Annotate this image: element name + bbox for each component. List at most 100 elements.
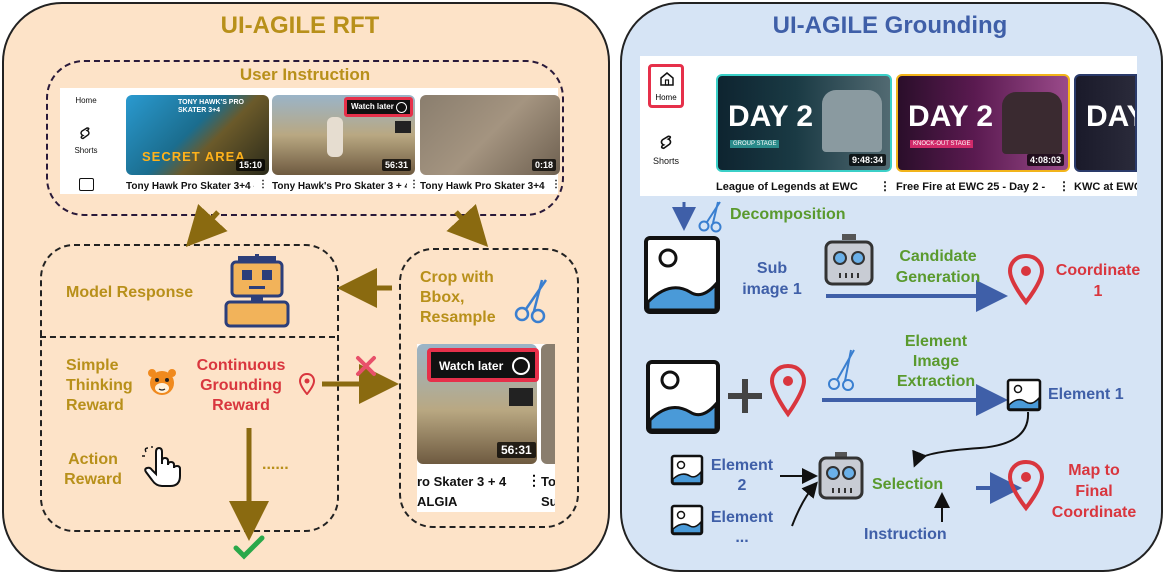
cont-line-2: Grounding [200, 377, 282, 394]
cropped-more-icon[interactable]: ⋮ [527, 472, 541, 488]
cropped-caption-4: Su [541, 494, 555, 509]
ewc3-day-label: DAY 2 [1086, 100, 1135, 133]
thumb1-duration: 15:10 [235, 159, 265, 171]
map-line-2: Final [1075, 483, 1113, 500]
plus-icon [728, 379, 762, 413]
nav-shorts-label-right: Shorts [652, 156, 679, 166]
arrow-instruction-to-crop [446, 204, 489, 248]
model-reward-divider [40, 336, 335, 338]
map-line-3: Coordinate [1051, 504, 1137, 521]
sub-image-label: Sub image 1 [732, 258, 812, 300]
ewc2-tag: KNOCK-OUT STAGE [910, 140, 974, 148]
video-thumbnail-3[interactable]: 0:18 [420, 95, 560, 175]
watch-later-badge-large[interactable]: Watch later [427, 348, 539, 382]
simple-line-3: Reward [66, 397, 124, 414]
more-icon[interactable]: ⋮ [879, 179, 891, 193]
ewc2-day-label: DAY 2 [908, 100, 994, 133]
clock-icon-large [512, 357, 530, 375]
video-thumbnail-1[interactable]: TONY HAWK'S PRO SKATER 3+4 SECRET AREA 1… [126, 95, 269, 175]
home-label: Home [655, 93, 677, 102]
action-line-1: Action [68, 451, 118, 468]
element2-line-1: Element [710, 457, 774, 474]
video-thumbnail-2[interactable]: Watch later 56:31 [272, 95, 415, 175]
elem-line-1: Element [904, 333, 968, 350]
element2-label: Element 2 [702, 456, 782, 496]
coordinate-label: Coordinate 1 [1046, 260, 1150, 302]
location-pin-icon [298, 372, 316, 396]
pointer-hand-icon [142, 446, 182, 488]
watch-later-label-large: Watch later [439, 359, 504, 373]
instruction-label: Instruction [864, 526, 947, 543]
scissors-icon [512, 276, 560, 324]
candidate-generation-label: Candidate Generation [878, 246, 998, 288]
nav-home-label: Home [75, 96, 97, 105]
element1-to-selection-arrow [912, 411, 1030, 468]
ewc-thumbnail-3[interactable]: DAY 2 [1074, 74, 1137, 172]
simple-line-1: Simple [66, 357, 119, 374]
skater-figure [327, 117, 343, 157]
ewc-caption-2: Free Fire at EWC 25 - Day 2 - [896, 181, 1046, 193]
element3-label: Element ... [702, 508, 782, 548]
watch-later-badge[interactable]: Watch later [344, 97, 413, 117]
elem-line-2: Image [912, 353, 960, 370]
decomposition-label: Decomposition [730, 206, 846, 223]
cropped-screenshot: Watch later 56:31 ro Skater 3 + 4 ALGIA … [417, 344, 555, 512]
crop-line-3: Resample [420, 309, 496, 326]
ewc-thumbnail-2[interactable]: DAY 2 KNOCK-OUT STAGE 4:08:03 [896, 74, 1070, 172]
caption-3: Tony Hawk Pro Skater 3+4 [420, 181, 545, 192]
queue-icon-large [509, 388, 533, 406]
thumb1-overlay-text: SECRET AREA [142, 149, 246, 164]
nav-shorts-label: Shorts [74, 146, 98, 155]
thumb2-duration: 56:31 [381, 159, 411, 171]
grounding-diagram [644, 201, 1045, 536]
more-icon[interactable]: ⋮ [258, 179, 268, 190]
crop-line-1: Crop with [420, 269, 494, 286]
ewc1-player [822, 90, 882, 152]
arrow-instruction-to-model [185, 204, 228, 248]
cropped-caption-3: To [541, 474, 555, 489]
caption-1: Tony Hawk Pro Skater 3+4 - [126, 181, 254, 192]
candidate-line-1: Candidate [899, 248, 977, 265]
element3-line-1: Element [710, 509, 774, 526]
scissors-icon [698, 201, 722, 233]
ewc-caption-3: KWC at EWC [1074, 181, 1137, 193]
cropped-next-thumb [541, 344, 555, 464]
shorts-icon [658, 134, 674, 150]
tiger-icon [146, 366, 178, 398]
ewc-caption-1: League of Legends at EWC [716, 181, 858, 193]
ewc2-player [1002, 92, 1062, 154]
more-icon[interactable]: ⋮ [1058, 179, 1070, 193]
element3-line-2: ... [735, 529, 749, 546]
simple-thinking-label: Simple Thinking Reward [66, 356, 133, 416]
rft-arrows [185, 204, 489, 560]
ewc1-duration: 9:48:34 [848, 154, 886, 166]
map-line-1: Map to [1068, 462, 1120, 479]
crop-box [399, 248, 579, 528]
coord-line-2: 1 [1093, 283, 1103, 300]
element2-icon [670, 454, 704, 486]
queue-icon [395, 121, 411, 133]
more-icon[interactable]: ⋮ [409, 179, 419, 190]
cropped-caption-2: ALGIA [417, 494, 458, 509]
home-icon [660, 72, 674, 86]
element2-line-2: 2 [737, 477, 747, 494]
sub-line-2: image 1 [742, 281, 802, 298]
element-extraction-label: Element Image Extraction [876, 332, 996, 392]
home-button[interactable]: Home [648, 64, 684, 108]
cropped-duration: 56:31 [497, 442, 536, 458]
ewc1-tag: GROUP STAGE [730, 140, 780, 148]
robot-icon [824, 234, 874, 286]
model-response-label: Model Response [66, 284, 194, 301]
element1-icon [1006, 378, 1042, 412]
cropped-caption-1: ro Skater 3 + 4 [417, 474, 507, 489]
selection-robot-icon [818, 452, 864, 500]
full-image-icon [646, 360, 720, 434]
shorts-icon [78, 126, 92, 140]
clock-icon [396, 102, 407, 113]
more-icon[interactable]: ⋮ [551, 179, 561, 190]
crop-label: Crop with Bbox, Resample [420, 268, 496, 328]
cont-line-1: Continuous [196, 357, 286, 374]
elem-line-3: Extraction [896, 373, 976, 390]
ewc-thumbnail-1[interactable]: DAY 2 GROUP STAGE 9:48:34 [716, 74, 892, 172]
ewc1-day-label: DAY 2 [728, 100, 814, 133]
